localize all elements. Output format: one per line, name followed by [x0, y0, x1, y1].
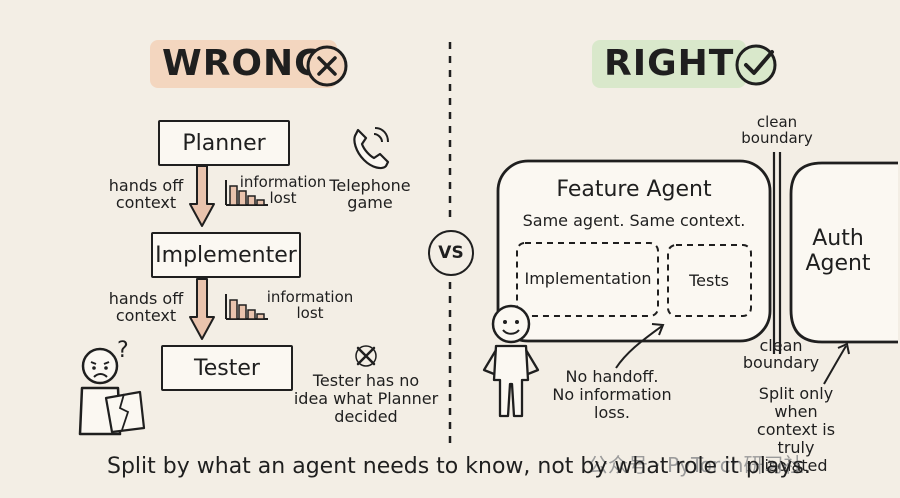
info-lost-label-2: information lost: [266, 288, 354, 322]
tester-label: Tester: [194, 355, 260, 381]
tests-box: [667, 244, 752, 317]
implementation-label: Implementation: [524, 269, 652, 288]
planner-label: Planner: [182, 130, 266, 156]
implementation-box: [516, 242, 659, 317]
feature-agent-box: [496, 159, 772, 343]
down-arrow-icon: [189, 165, 215, 227]
telephone-label: Telephone game: [329, 176, 411, 212]
footer-caption: Split by what an agent needs to know, no…: [107, 454, 811, 479]
smiling-person-icon: [482, 304, 540, 418]
wrong-heading: WRONG: [150, 40, 337, 88]
clean-boundary-bottom-label: clean boundary: [742, 336, 820, 372]
question-mark: ?: [117, 338, 129, 363]
planner-box: Planner: [158, 120, 290, 166]
info-lost-bars-icon: [225, 294, 268, 320]
no-handoff-note: No handoff. No information loss.: [552, 367, 672, 422]
implementer-box: Implementer: [151, 232, 301, 278]
handoff-label-1: hands off context: [108, 176, 184, 212]
telephone-icon: [353, 127, 390, 170]
split-note: Split only when context is truly isolate…: [756, 384, 836, 475]
down-arrow-icon: [189, 278, 215, 340]
handoff-label-2: hands off context: [108, 289, 184, 325]
same-context-label: Same agent. Same context.: [522, 211, 746, 230]
confused-person-icon: [78, 347, 146, 436]
info-lost-bars-icon: [225, 180, 268, 206]
implementer-label: Implementer: [155, 242, 297, 268]
x-mark-icon: [355, 345, 377, 367]
info-lost-label-1: information lost: [239, 173, 327, 207]
clean-boundary-top-label: clean boundary: [741, 113, 813, 147]
tests-label: Tests: [689, 271, 729, 290]
vs-label: VS: [438, 243, 464, 263]
tester-note: Tester has no idea what Planner decided: [293, 371, 439, 426]
watermark: 公众号 · PyTorch研习社: [588, 453, 804, 477]
x-circle-icon: [306, 45, 348, 87]
auth-agent-box: [789, 161, 898, 344]
auth-agent-label: Auth Agent: [805, 226, 871, 277]
check-circle-icon: [735, 44, 777, 86]
vs-badge: VS: [428, 230, 474, 276]
right-heading: RIGHT: [592, 40, 747, 88]
clean-boundary-line: [772, 152, 782, 354]
tester-box: Tester: [161, 345, 293, 391]
feature-agent-title: Feature Agent: [556, 177, 712, 202]
